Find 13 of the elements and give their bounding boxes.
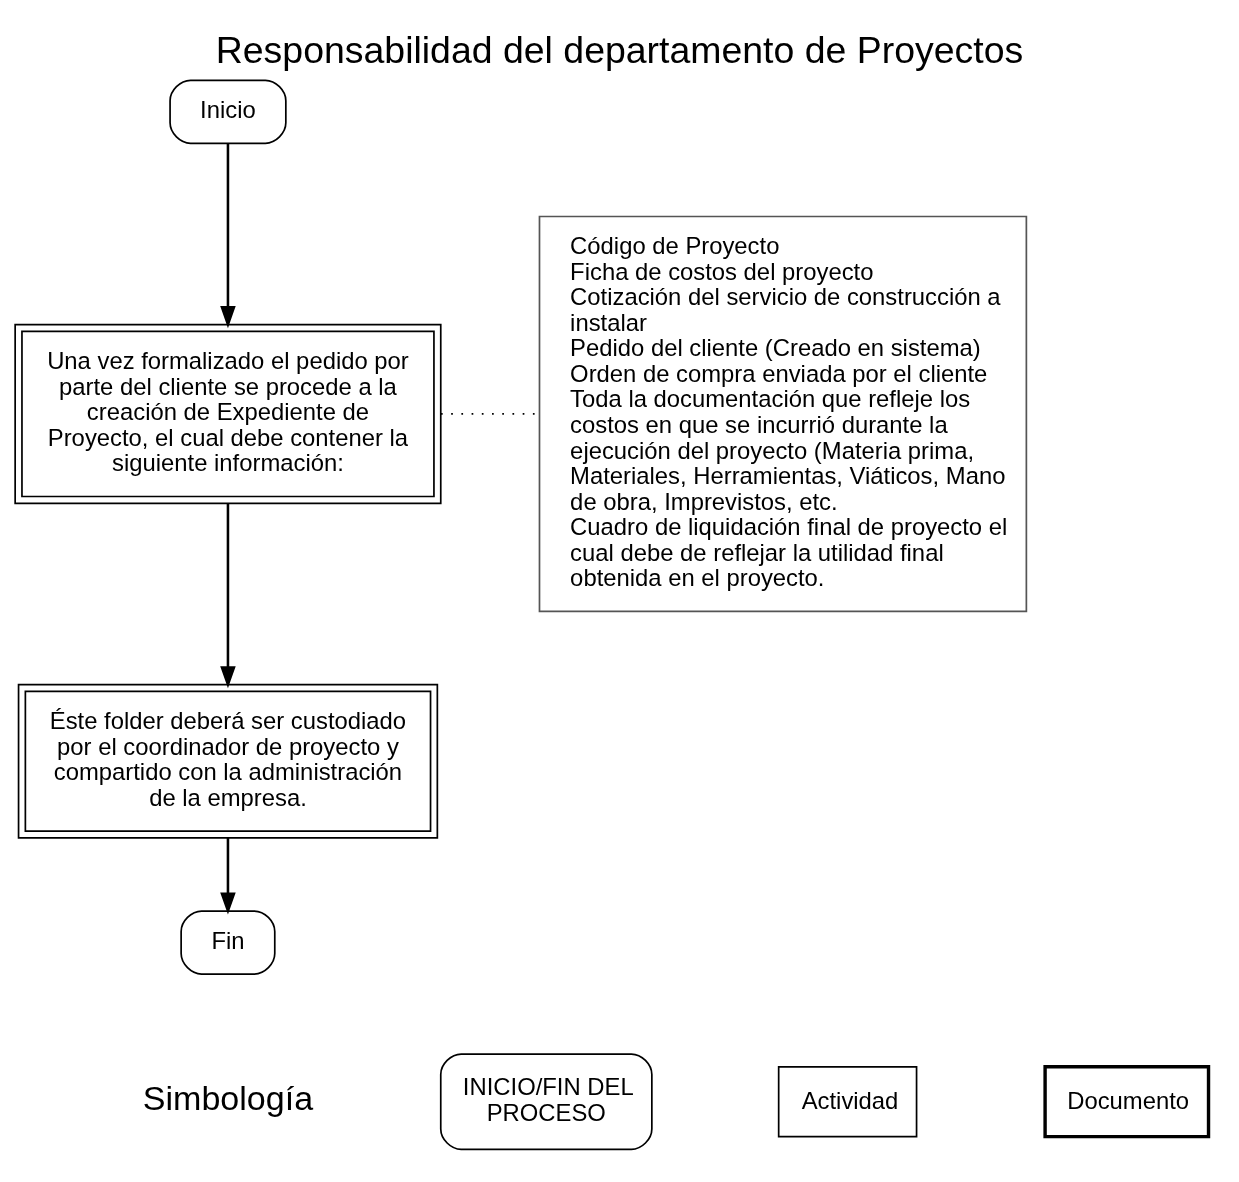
node-box: Éste folder deberá ser custodiado por el coordinador de proyecto y compartido con la administración de la empresa. <box>17 683 439 839</box>
node-box: Una vez formalizado el pedido por parte del cliente se procede a la creación de Expediente de Proyecto, el cual debe contener la siguiente información: <box>14 323 442 505</box>
diagram-title: Responsabilidad del departamento de Proyectos <box>215 28 1024 71</box>
arrow <box>220 143 236 329</box>
arrow <box>220 503 236 689</box>
node-box: Inicio <box>169 79 287 145</box>
legend-label: INICIO/FIN DEL PROCESO <box>462 1073 634 1126</box>
label: Simbología <box>142 1079 314 1118</box>
legend-label: Actividad <box>801 1086 899 1114</box>
node-box: Fin <box>180 910 276 975</box>
legend-label: Documento <box>1067 1086 1190 1114</box>
arrow <box>220 837 236 915</box>
node-box: Código de Proyecto Ficha de costos del proyecto Cotización del servicio de construcción a instalar Pedido del cliente (Creado en sistema) Orden de compra enviada por el cliente Toda la documentación que refleje los costos en que se incurrió durante la ejecución del proyecto (Materia prima, Materiales, Herramientas, Viáticos, Mano de obra, Imprevistos, etc. Cuadro de liquidación final de proyecto el cual debe de reflejar la utilidad final obtenida en el proyecto. <box>538 215 1028 613</box>
